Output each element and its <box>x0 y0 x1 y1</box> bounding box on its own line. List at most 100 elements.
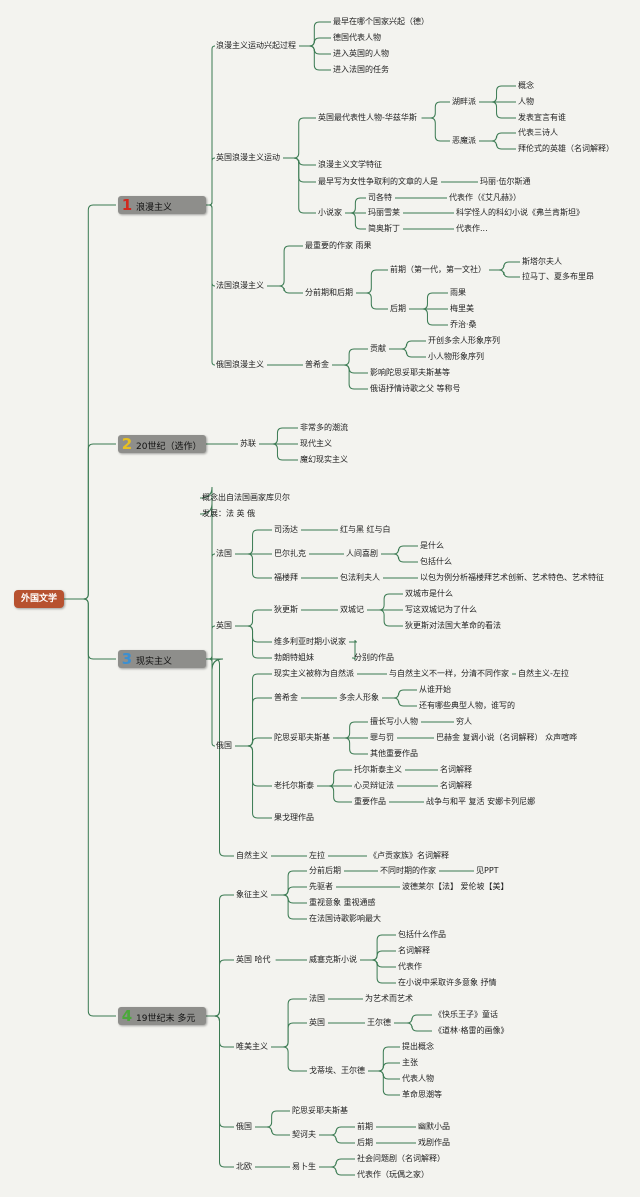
mindmap-node[interactable]: 还有哪些典型人物，谁写的 <box>419 701 515 710</box>
mindmap-node[interactable]: 进入法国的任务 <box>333 65 389 74</box>
mindmap-node[interactable]: 写这双城记为了什么 <box>405 605 477 614</box>
mindmap-node[interactable]: 自然主义-左拉 <box>518 669 569 678</box>
mindmap-node[interactable]: 王尔德 <box>367 1018 391 1027</box>
mindmap-node[interactable]: 俄语抒情诗歌之父 等称号 <box>370 384 461 393</box>
mindmap-node[interactable]: 英国 <box>309 1018 325 1027</box>
mindmap-node[interactable]: 俄国 <box>216 741 232 750</box>
mindmap-node[interactable]: 象征主义 <box>236 890 268 899</box>
mindmap-node[interactable]: 陀思妥耶夫斯基 <box>274 733 330 742</box>
mindmap-node[interactable]: 巴尔扎克 <box>274 549 306 558</box>
mindmap-node[interactable]: 红与黑 红与白 <box>340 525 391 534</box>
mindmap-node[interactable]: 戈蒂埃、王尔德 <box>309 1066 365 1075</box>
mindmap-node[interactable]: 包括什么 <box>420 557 452 566</box>
mindmap-node[interactable]: 社会问题剧（名词解释） <box>357 1154 445 1163</box>
mindmap-node[interactable]: 双城记 <box>340 605 364 614</box>
mindmap-node[interactable]: 概念出自法国画家库贝尔 <box>202 493 290 502</box>
mindmap-node[interactable]: 玛丽雪莱 <box>368 208 400 217</box>
mindmap-node[interactable]: 先驱者 <box>309 882 333 891</box>
mindmap-node[interactable]: 幽默小品 <box>418 1122 450 1131</box>
mindmap-node[interactable]: 果戈理作品 <box>274 813 314 822</box>
mindmap-node[interactable]: 是什么 <box>420 541 444 550</box>
mindmap-node[interactable]: 心灵辩证法 <box>354 781 394 790</box>
mindmap-node[interactable]: 英国 哈代 <box>236 955 271 964</box>
mindmap-node[interactable]: 自然主义 <box>236 851 268 860</box>
mindmap-node[interactable]: 影响陀思妥耶夫斯基等 <box>370 368 450 377</box>
mindmap-node[interactable]: 为艺术而艺术 <box>365 994 413 1003</box>
mindmap-node[interactable]: 人间喜剧 <box>346 549 378 558</box>
mindmap-node[interactable]: 苏联 <box>240 439 256 448</box>
mindmap-node[interactable]: 贡献 <box>370 344 386 353</box>
mindmap-node[interactable]: 现代主义 <box>300 439 332 448</box>
mindmap-node[interactable]: 现实主义被称为自然派 <box>274 669 354 678</box>
mindmap-node[interactable]: 法国 <box>216 549 232 558</box>
mindmap-node[interactable]: 雨果 <box>450 288 466 297</box>
mindmap-node[interactable]: 湖畔派 <box>452 97 476 106</box>
mindmap-node[interactable]: 斯塔尔夫人 <box>522 257 562 266</box>
mindmap-node[interactable]: 科学怪人的科幻小说《弗兰肯斯坦》 <box>456 208 584 217</box>
mindmap-node[interactable]: 前期 <box>357 1122 373 1131</box>
mindmap-node[interactable]: 普希金 <box>305 360 329 369</box>
mindmap-node[interactable]: 主张 <box>402 1058 418 1067</box>
mindmap-node[interactable]: 不同时期的作家 <box>380 866 436 875</box>
mindmap-node[interactable]: 小人物形象序列 <box>428 352 484 361</box>
mindmap-node[interactable]: 易卜生 <box>292 1162 316 1171</box>
mindmap-node[interactable]: 代表人物 <box>402 1074 434 1083</box>
mindmap-node[interactable]: 英国 <box>216 621 232 630</box>
mindmap-node[interactable]: 从谁开始 <box>419 685 451 694</box>
mindmap-node[interactable]: 代表作（玩偶之家） <box>357 1170 429 1179</box>
mindmap-node[interactable]: 非常多的潮流 <box>300 423 348 432</box>
mindmap-node[interactable]: 最早写为女性争取利的文章的人是 <box>318 177 438 186</box>
mindmap-node[interactable]: 与自然主义不一样，分清不同作家 <box>389 669 509 678</box>
mindmap-node[interactable]: 《卢贡家族》名词解释 <box>369 851 449 860</box>
mindmap-node[interactable]: 分别的作品 <box>354 653 394 662</box>
mindmap-node[interactable]: 北欧 <box>236 1162 252 1171</box>
mindmap-node[interactable]: 后期 <box>390 304 406 313</box>
mindmap-node[interactable]: 巴赫金 复调小说（名词解释） 众声喧哗 <box>436 733 578 742</box>
mindmap-node[interactable]: 概念 <box>518 81 534 90</box>
mindmap-node[interactable]: 罪与罚 <box>370 733 394 742</box>
mindmap-node[interactable]: 进入英国的人物 <box>333 49 389 58</box>
mindmap-node[interactable]: 分前后期 <box>309 866 341 875</box>
mindmap-node[interactable]: 名词解释 <box>440 765 472 774</box>
mindmap-node[interactable]: 名词解释 <box>398 946 430 955</box>
mindmap-node[interactable]: 代表三诗人 <box>518 128 558 137</box>
mindmap-node[interactable]: 俄国 <box>236 1122 252 1131</box>
mindmap-node[interactable]: 拜伦式的英雄（名词解释） <box>518 144 614 153</box>
mindmap-node[interactable]: 《快乐王子》童话 <box>434 1010 498 1019</box>
mindmap-node[interactable]: 代表作... <box>456 224 488 233</box>
mindmap-node[interactable]: 唯美主义 <box>236 1042 268 1051</box>
mindmap-node[interactable]: 契诃夫 <box>292 1130 316 1139</box>
mindmap-node[interactable]: 魔幻现实主义 <box>300 455 348 464</box>
mindmap-node[interactable]: 擅长写小人物 <box>370 717 418 726</box>
mindmap-node[interactable]: 英国浪漫主义运动 <box>216 153 280 162</box>
mindmap-node[interactable]: 提出概念 <box>402 1042 434 1051</box>
mindmap-node[interactable]: 维多利亚时期小说家 <box>274 637 346 646</box>
mindmap-node[interactable]: 在小说中采取许多意象 抒情 <box>398 978 497 987</box>
mindmap-node[interactable]: 简奥斯丁 <box>368 224 400 233</box>
mindmap-node[interactable]: 革命思潮等 <box>402 1090 442 1099</box>
mindmap-node[interactable]: 戏剧作品 <box>418 1138 450 1147</box>
mindmap-node[interactable]: 重视意象 重视通感 <box>309 898 376 907</box>
mindmap-node[interactable]: 见PPT <box>476 866 499 875</box>
mindmap-node[interactable]: 其他重要作品 <box>370 749 418 758</box>
mindmap-node[interactable]: 德国代表人物 <box>333 33 381 42</box>
mindmap-node[interactable]: 穷人 <box>456 717 472 726</box>
mindmap-node[interactable]: 人物 <box>518 97 534 106</box>
mindmap-node[interactable]: 后期 <box>357 1138 373 1147</box>
mindmap-node[interactable]: 双城市是什么 <box>405 589 453 598</box>
mindmap-node[interactable]: 包法利夫人 <box>340 573 380 582</box>
mindmap-node[interactable]: 普希金 <box>274 693 298 702</box>
mindmap-node[interactable]: 战争与和平 复活 安娜卡列尼娜 <box>426 797 536 806</box>
mindmap-node[interactable]: 最重要的作家 雨果 <box>305 241 372 250</box>
mindmap-node[interactable]: 狄更斯对法国大革命的看法 <box>405 621 501 630</box>
mindmap-node[interactable]: 法国浪漫主义 <box>216 281 264 290</box>
mindmap-node[interactable]: 小说家 <box>318 208 342 217</box>
mindmap-node[interactable]: 浪漫主义文学特征 <box>318 160 382 169</box>
mindmap-node[interactable]: 重要作品 <box>354 797 386 806</box>
mindmap-node[interactable]: 包括什么作品 <box>398 930 446 939</box>
mindmap-node[interactable]: 勃朗特姐妹 <box>274 653 314 662</box>
mindmap-node[interactable]: 发表宣言有谁 <box>518 113 566 122</box>
